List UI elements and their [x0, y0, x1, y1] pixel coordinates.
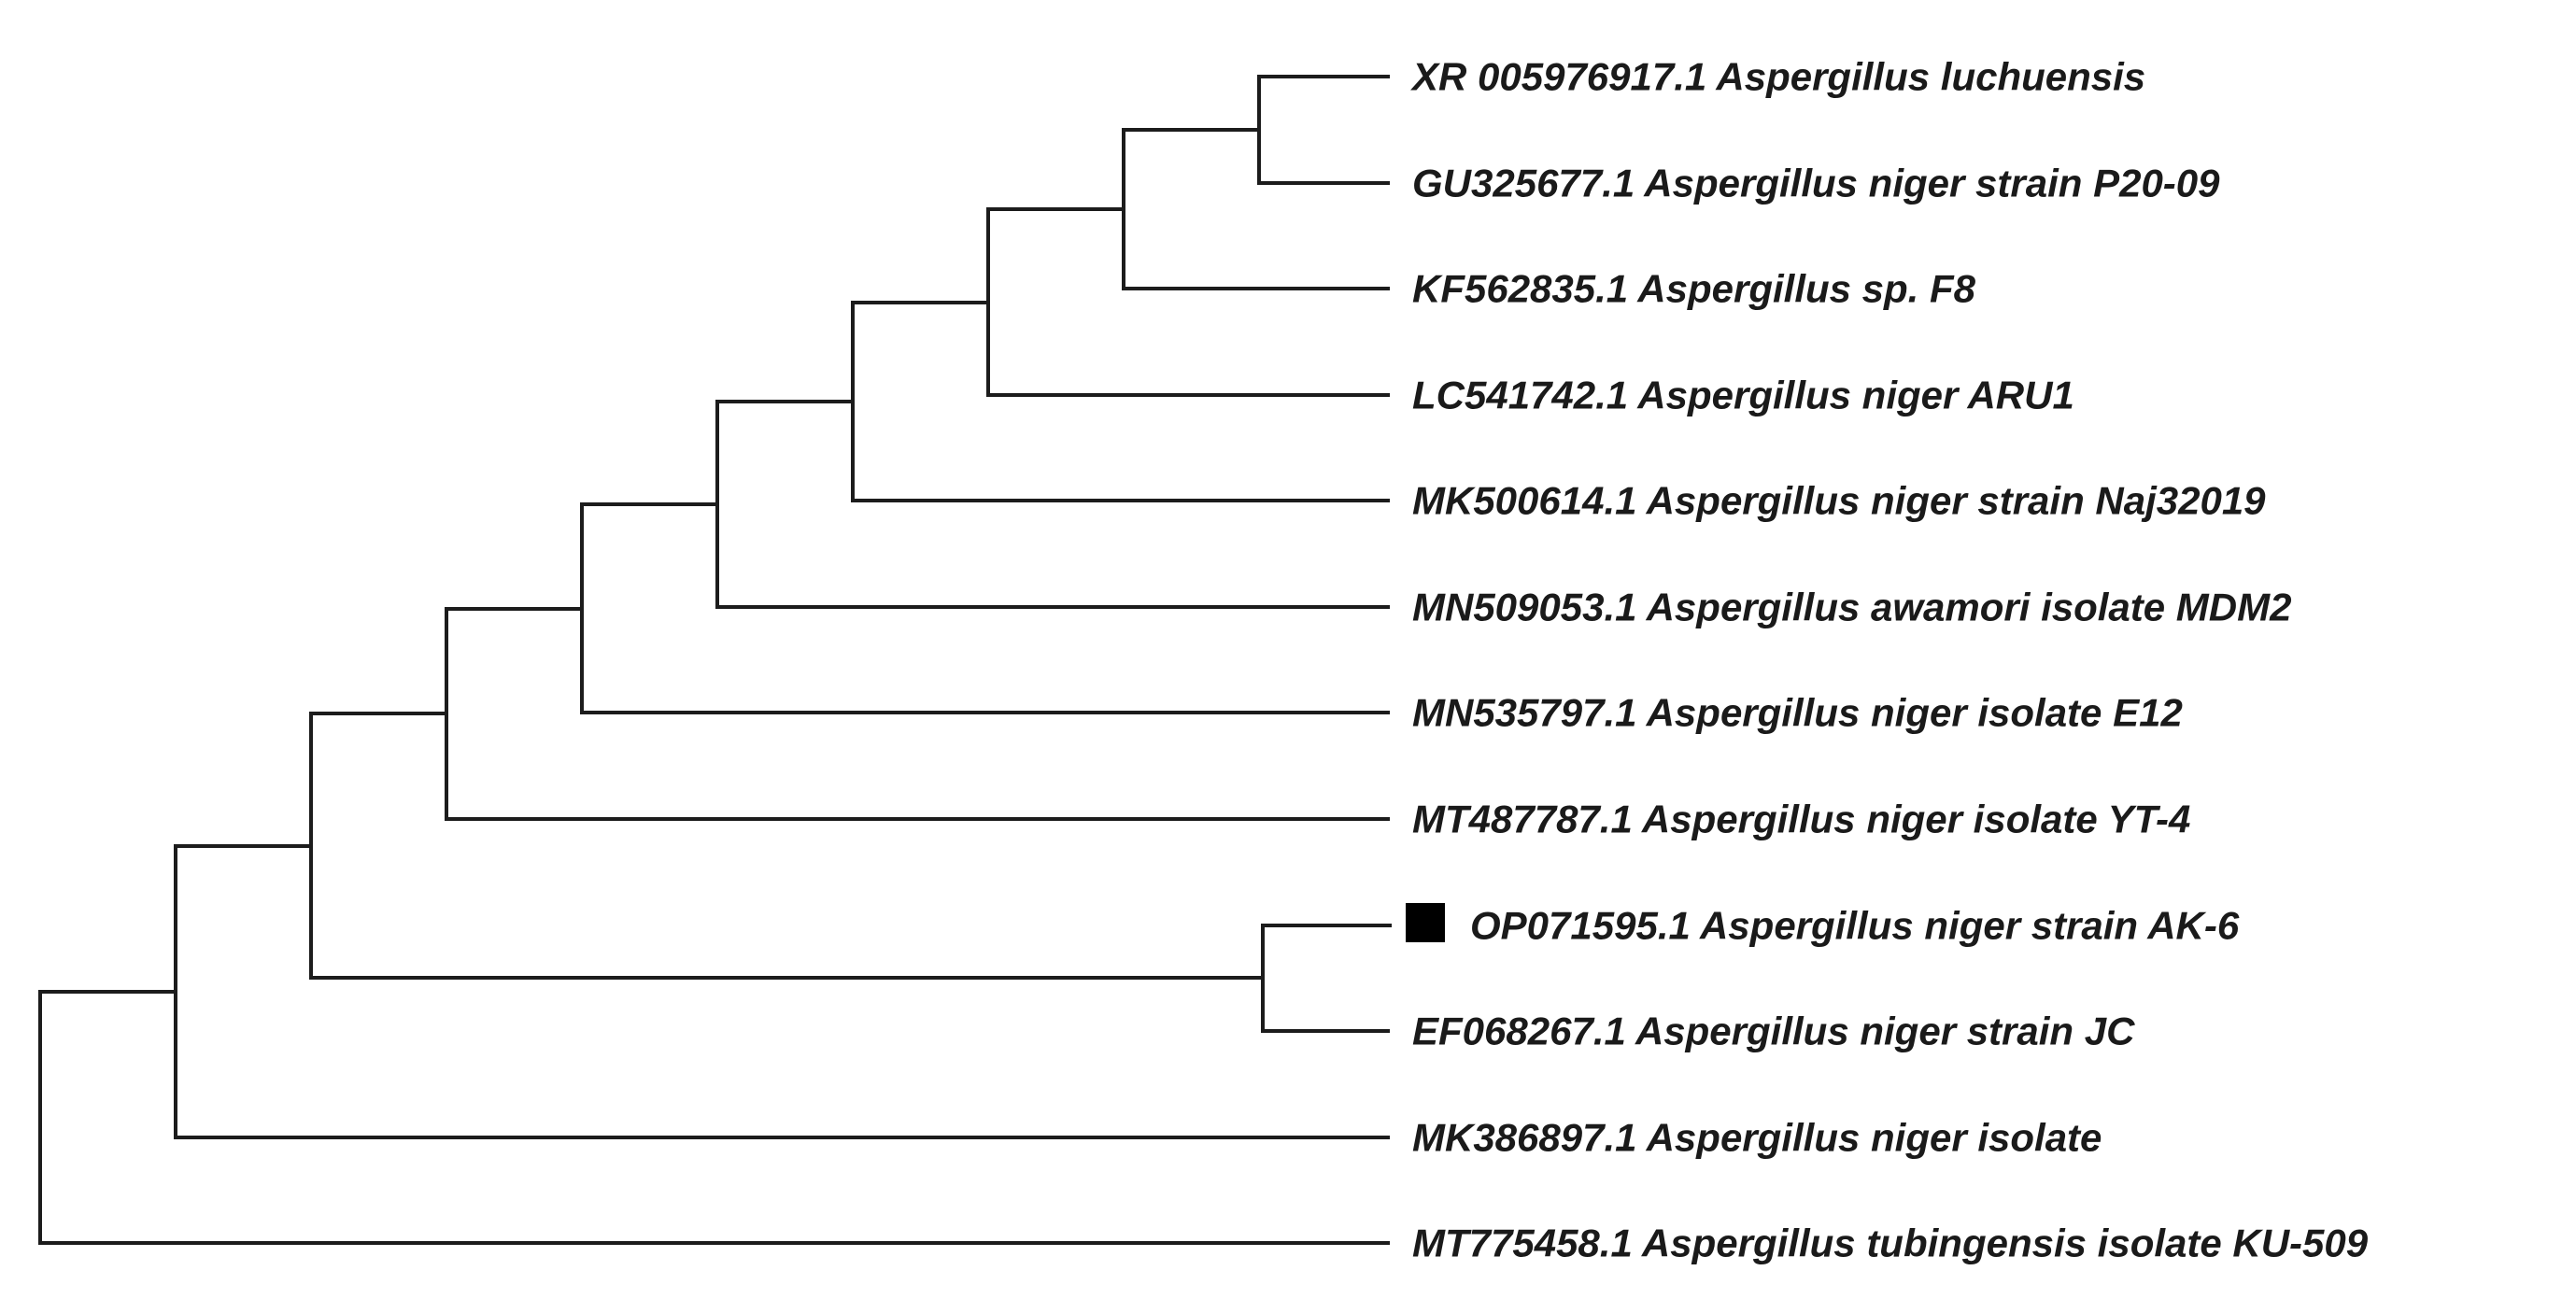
taxon-label: LC541742.1 Aspergillus niger ARU1 — [1412, 374, 2074, 417]
taxon-label: MN509053.1 Aspergillus awamori isolate M… — [1412, 586, 2291, 629]
tree-branches — [38, 75, 1392, 1245]
query-taxon-marker-icon — [1406, 903, 1445, 942]
tree-labels: XR 005976917.1 Aspergillus luchuensisGU3… — [1410, 55, 2369, 1265]
taxon-label: OP071595.1 Aspergillus niger strain AK-6 — [1470, 904, 2240, 948]
taxon-label: MK386897.1 Aspergillus niger isolate — [1412, 1116, 2102, 1160]
taxon-label: MT775458.1 Aspergillus tubingensis isola… — [1412, 1221, 2369, 1265]
tree-markers — [1406, 903, 1445, 942]
taxon-label: EF068267.1 Aspergillus niger strain JC — [1412, 1010, 2135, 1053]
taxon-label: KF562835.1 Aspergillus sp. F8 — [1412, 267, 1976, 311]
taxon-label: MK500614.1 Aspergillus niger strain Naj3… — [1412, 479, 2266, 523]
taxon-label: XR 005976917.1 Aspergillus luchuensis — [1410, 55, 2145, 99]
taxon-label: MN535797.1 Aspergillus niger isolate E12 — [1412, 691, 2183, 735]
taxon-label: MT487787.1 Aspergillus niger isolate YT-… — [1412, 798, 2190, 841]
taxon-label: GU325677.1 Aspergillus niger strain P20-… — [1412, 162, 2220, 205]
